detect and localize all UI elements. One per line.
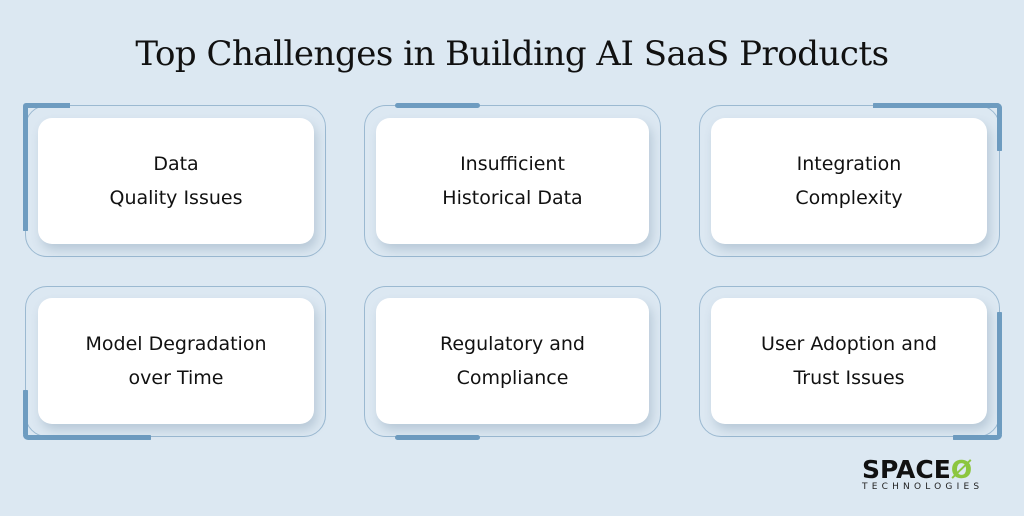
card-text: Quality Issues bbox=[109, 187, 243, 209]
accent-bar bbox=[395, 435, 480, 440]
accent-bar bbox=[23, 103, 28, 231]
accent-bar bbox=[997, 103, 1002, 151]
accent-bar bbox=[997, 312, 1002, 439]
card-text: Model Degradation bbox=[85, 333, 267, 355]
card-text: Compliance bbox=[456, 367, 569, 389]
card-frame bbox=[364, 286, 661, 437]
accent-bar bbox=[873, 103, 1002, 108]
company-logo: SPACEØ TECHNOLOGIES bbox=[862, 455, 983, 492]
card-text: Integration bbox=[796, 153, 902, 175]
card-text: Regulatory and bbox=[440, 333, 585, 355]
card-text: Data bbox=[153, 153, 199, 175]
logo-brand: SPACE bbox=[862, 455, 951, 484]
card-frame bbox=[699, 105, 1000, 257]
card-frame bbox=[364, 105, 661, 257]
card-text: Complexity bbox=[795, 187, 903, 209]
card-text: Historical Data bbox=[442, 187, 583, 209]
logo-mark-icon: Ø bbox=[950, 455, 973, 484]
accent-bar bbox=[23, 103, 70, 108]
card-text: Insufficient bbox=[460, 153, 565, 175]
accent-bar bbox=[23, 390, 28, 439]
challenge-card-model-degradation: Model Degradation over Time bbox=[38, 298, 314, 424]
accent-bar bbox=[395, 103, 480, 108]
card-text: User Adoption and bbox=[761, 333, 937, 355]
accent-bar bbox=[23, 435, 151, 440]
logo-subtitle: TECHNOLOGIES bbox=[862, 482, 984, 492]
card-text: Trust Issues bbox=[793, 367, 905, 389]
card-frame bbox=[25, 286, 326, 437]
accent-bar bbox=[953, 435, 1002, 440]
page-title: Top Challenges in Building AI SaaS Produ… bbox=[135, 34, 889, 74]
card-text: over Time bbox=[128, 367, 224, 389]
